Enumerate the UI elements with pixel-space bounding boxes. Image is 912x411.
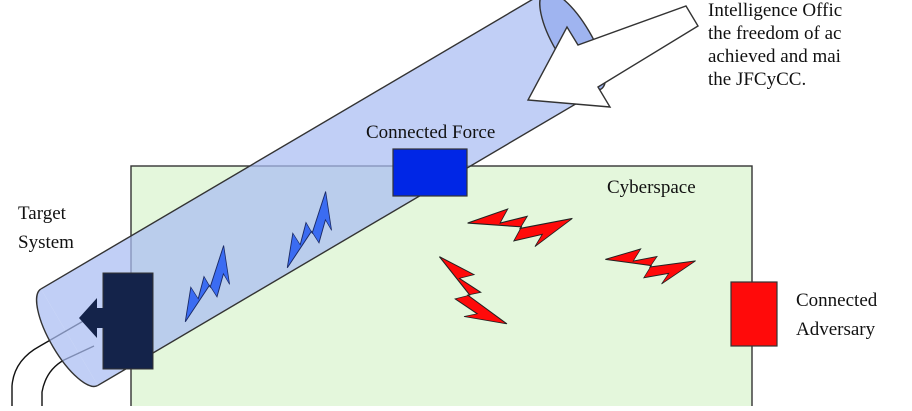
target-system-arrow-icon — [79, 298, 104, 338]
intelligence-text-line: the JFCyCC. — [708, 69, 807, 90]
connected-adversary-label: Connected — [796, 290, 878, 311]
intelligence-text-line: the freedom of ac — [708, 23, 842, 44]
target-system-label: Target — [18, 203, 66, 224]
connected-force-label: Connected Force — [366, 122, 496, 143]
intelligence-arrow-icon — [526, 5, 699, 108]
target-system-box — [102, 272, 154, 370]
connection-wire — [11, 315, 93, 406]
intelligence-text-line: Intelligence Offic — [708, 0, 843, 21]
connected-force-box — [392, 148, 468, 197]
intelligence-text-line: achieved and mai — [708, 46, 841, 67]
cyberspace-label: Cyberspace — [607, 177, 696, 198]
target-system-label: System — [18, 232, 74, 253]
connected-adversary-label: Adversary — [796, 319, 876, 340]
connected-adversary-box — [730, 281, 778, 347]
